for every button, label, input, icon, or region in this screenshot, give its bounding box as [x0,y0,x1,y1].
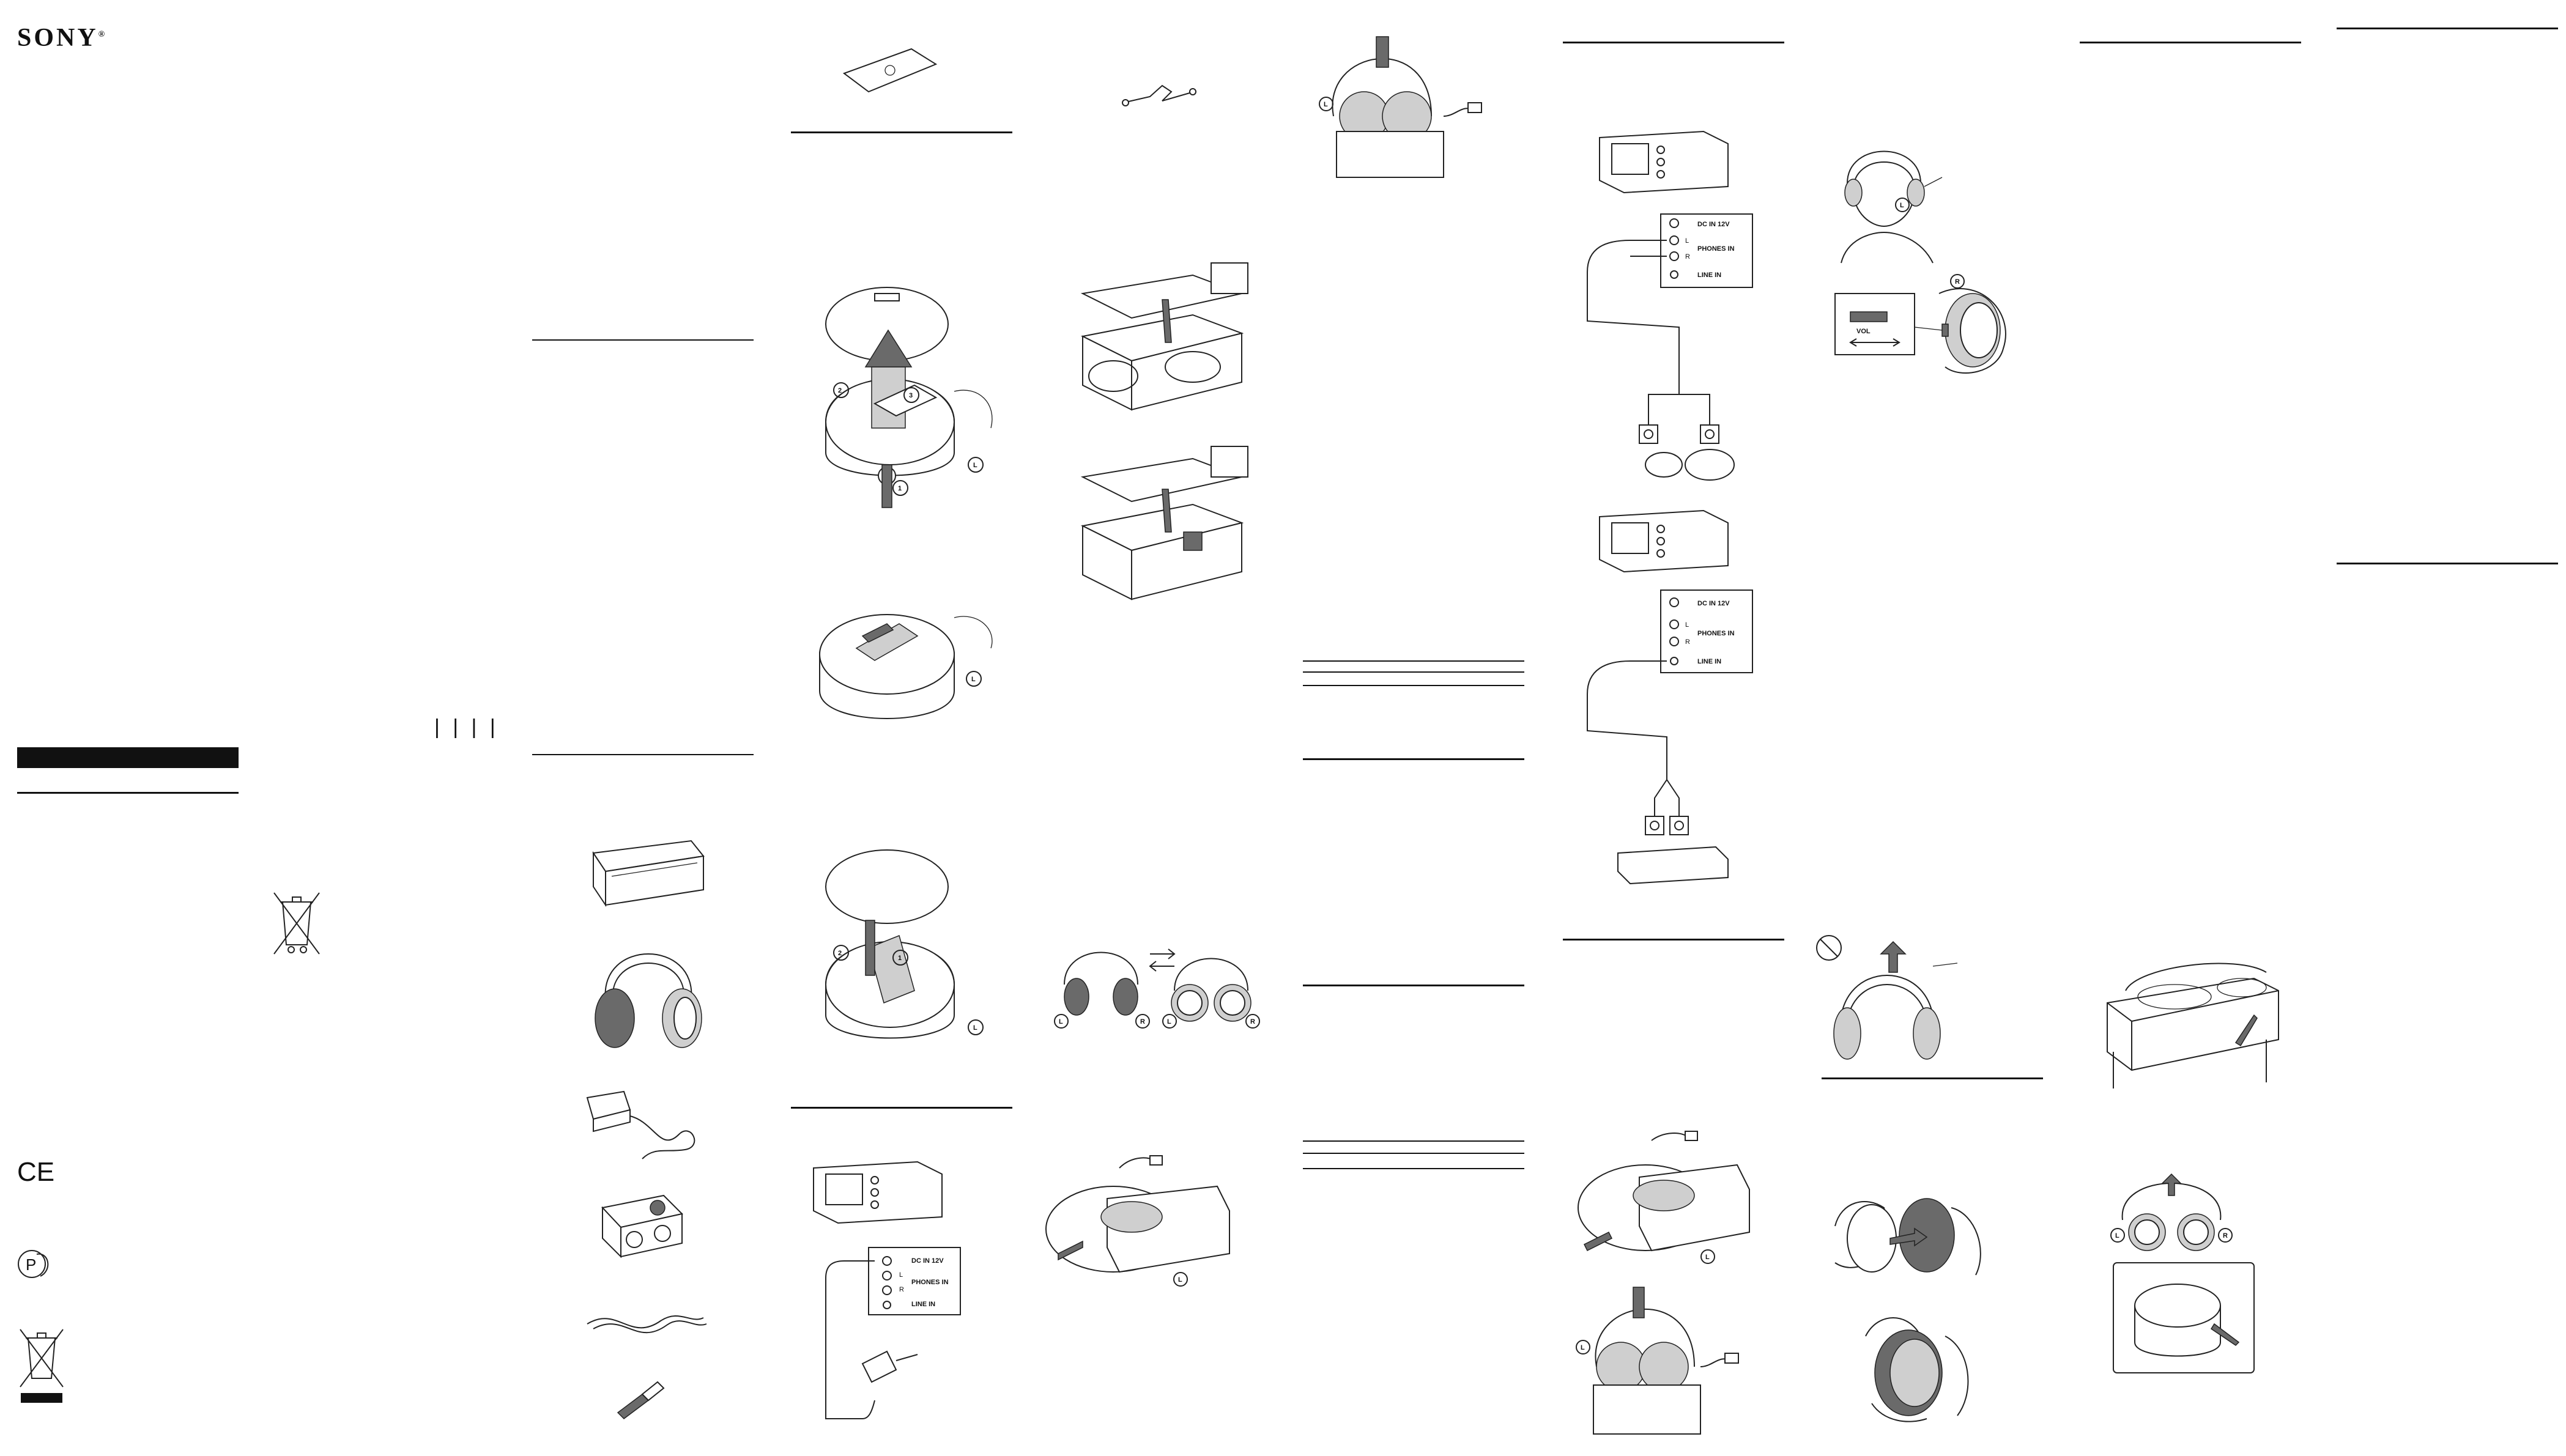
section-divider [1303,1168,1524,1169]
svg-text:DC IN 12V: DC IN 12V [911,1257,944,1265]
svg-text:L: L [1581,1344,1585,1351]
section-divider [532,754,754,755]
headphones-illustration [595,953,702,1048]
section-divider [1303,660,1524,662]
section-divider [17,792,239,794]
ear-pad-remove-diagram [1834,1198,1981,1276]
svg-text:L: L [1167,1018,1171,1025]
plug-diagram [1122,84,1196,106]
headphones-fold-diagram: L R L R [1054,948,1260,1029]
plug-adaptor-illustration [617,1381,665,1419]
battery-pack-illustration [601,1194,683,1258]
svg-text:R: R [2223,1232,2228,1240]
section-divider [1303,685,1524,686]
svg-text:L: L [1685,621,1689,629]
svg-text:L: L [1324,101,1328,108]
svg-text:1: 1 [898,955,902,962]
svg-text:PHONES IN: PHONES IN [1697,245,1735,253]
section-divider [791,1107,1012,1109]
sony-logo: SONY® [17,24,108,52]
svg-text:L: L [971,676,976,683]
svg-text:LINE IN: LINE IN [911,1301,935,1308]
headphones-place-diagram: L [1045,1155,1230,1287]
section-divider [2337,563,2558,564]
adaptor-connection-diagram: DC IN 12V L PHONES IN R LINE IN [813,1161,961,1419]
section-divider [1822,1077,2043,1079]
battery-cover-open-diagram: 2 3 1 L [825,287,993,508]
svg-text:L: L [2115,1232,2119,1240]
svg-text:DC IN 12V: DC IN 12V [1697,221,1730,228]
stand-assembly-diagram-2 [1080,446,1248,601]
audio-cable-illustration [587,1315,707,1334]
svg-text:L: L [973,1024,977,1032]
ear-pad-attach-diagram [1865,1317,1969,1422]
svg-text:R: R [1250,1018,1255,1025]
title-bar [17,747,239,768]
tally-marks: | | | | [434,715,499,739]
section-divider [2337,28,2558,29]
section-divider [1303,1140,1524,1142]
do-not-pull-diagram [1816,935,1958,1060]
headphones-on-stand-diagram: L [1319,36,1482,178]
battery-insert-diagram: L [819,614,993,719]
remove-headphones-diagram: L L [1576,1131,1750,1435]
section-divider [1303,985,1524,986]
svg-text:R: R [1685,638,1690,646]
section-divider [1563,939,1784,940]
svg-text:LINE IN: LINE IN [1697,272,1721,279]
section-divider [1563,42,1784,43]
svg-text:LINE IN: LINE IN [1697,658,1721,665]
svg-text:L: L [1705,1254,1710,1261]
stand-assembly-diagram-1 [1080,262,1248,411]
charging-stand-illustration [592,840,705,907]
svg-text:PHONES IN: PHONES IN [911,1279,949,1286]
svg-text:2: 2 [838,387,842,394]
svg-text:3: 3 [909,392,913,399]
volume-control-diagram: VOL R [1834,274,2006,374]
svg-text:DC IN 12V: DC IN 12V [1697,600,1730,607]
line-in-connection-diagram: DC IN 12V L PHONES IN R LINE IN [1587,509,1753,885]
battery-cover-close-diagram: 2 1 L [825,849,984,1039]
section-divider [1303,758,1524,760]
svg-text:1: 1 [898,485,902,492]
svg-text:L: L [1178,1276,1182,1284]
section-divider [1303,1153,1524,1154]
phones-connection-diagram: DC IN 12V L PHONES IN R LINE IN [1587,130,1753,481]
svg-text:L: L [1059,1018,1063,1025]
recycle-p-icon: P [18,1250,49,1278]
ce-mark: CE [17,1157,55,1187]
warranty-card-illustration [842,48,938,93]
svg-text:R: R [1140,1018,1145,1025]
weee-bin-icon-small [20,1329,64,1403]
ac-adaptor-illustration [586,1090,695,1159]
svg-text:R: R [899,1286,904,1293]
headphones-charge-contact-diagram: L R [2110,1173,2255,1373]
svg-text:L: L [973,462,977,469]
section-divider [791,131,1012,133]
svg-text:L: L [1685,237,1689,245]
svg-text:P: P [26,1255,36,1274]
section-divider [2080,42,2301,43]
svg-text:L: L [1900,202,1904,209]
svg-text:PHONES IN: PHONES IN [1697,630,1735,637]
section-divider [532,339,754,341]
weee-bin-icon [273,892,320,955]
wearing-headphones-diagram: L [1841,150,1943,264]
stand-charging-diagram [2107,963,2279,1088]
svg-text:R: R [1955,278,1960,286]
svg-text:L: L [899,1271,903,1279]
section-divider [1303,671,1524,673]
svg-text:VOL: VOL [1856,328,1871,335]
svg-text:R: R [1685,253,1690,261]
svg-text:2: 2 [838,950,842,957]
